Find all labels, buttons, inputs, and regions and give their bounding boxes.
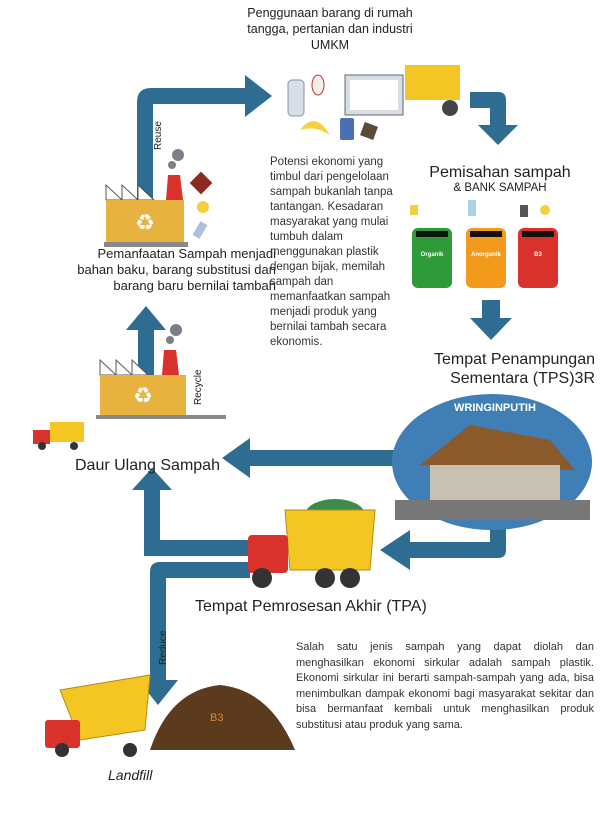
arrow-to-daur-ulang (222, 438, 400, 478)
reuse-label: Reuse (153, 121, 164, 150)
tps-line: Tempat Penampungan (434, 351, 595, 368)
svg-text:♻: ♻ (133, 383, 153, 408)
pemanfaatan-line: Pemanfaatan Sampah menjadi (97, 246, 276, 261)
tps-heading: Tempat Penampungan Sementara (TPS)3R (395, 350, 595, 388)
arrow-to-pemisahan (470, 92, 518, 145)
pemanfaatan-line: bahan baku, barang substitusi dan (77, 262, 276, 277)
tps-line: Sementara (TPS)3R (450, 370, 595, 387)
bottom-paragraph: Salah satu jenis sampah yang dapat diola… (296, 641, 594, 731)
reduce-label: Reduce (158, 630, 169, 665)
bin-b3-label: B3 (534, 252, 542, 258)
daur-ulang-label: Daur Ulang Sampah (75, 457, 220, 474)
waste-bins-icon (410, 200, 558, 288)
small-truck-icon (33, 422, 84, 450)
tps-building-image (392, 394, 592, 530)
reduce-arrow (138, 562, 250, 705)
tpa-to-daur-arrow (132, 468, 248, 556)
bin-anorganik-label: Anorganik (471, 252, 501, 258)
pemisahan-heading: Pemisahan sampah & BANK SAMPAH (400, 163, 600, 194)
top-title-line: UMKM (310, 38, 350, 52)
factory-reuse-icon: ♻ (104, 149, 213, 247)
recycle-label: Recycle (193, 369, 204, 405)
middle-paragraph: Potensi ekonomi yang timbul dari pengelo… (270, 156, 393, 348)
arrow-to-tps (470, 300, 512, 340)
pemisahan-title: Pemisahan sampah (429, 164, 571, 181)
svg-text:♻: ♻ (135, 210, 155, 235)
pemisahan-subtitle: & BANK SAMPAH (453, 182, 547, 194)
mound-label: B3 (210, 712, 224, 724)
bin-organik-label: Organik (420, 252, 444, 258)
arrow-to-tpa (380, 525, 506, 570)
top-title-line: tangga, pertanian dan industri (247, 22, 413, 36)
pemanfaatan-text: Pemanfaatan Sampah menjadi bahan baku, b… (10, 246, 276, 294)
tpa-label: Tempat Pemrosesan Akhir (TPA) (195, 598, 427, 615)
tpa-truck-icon (248, 499, 376, 588)
household-items-icon (287, 65, 460, 140)
factory-recycle-icon: ♻ (33, 324, 226, 450)
top-title: Penggunaan barang di rumah tangga, perta… (215, 5, 445, 53)
top-title-line: Penggunaan barang di rumah (247, 6, 413, 20)
landfill-icon (45, 674, 295, 757)
recycle-arrow (126, 306, 166, 392)
reuse-arrow (137, 75, 272, 200)
tps-sign: WRINGINPUTIH (454, 402, 536, 414)
landfill-label: Landfill (108, 767, 153, 783)
pemanfaatan-line: barang baru bernilai tambah (113, 278, 276, 293)
